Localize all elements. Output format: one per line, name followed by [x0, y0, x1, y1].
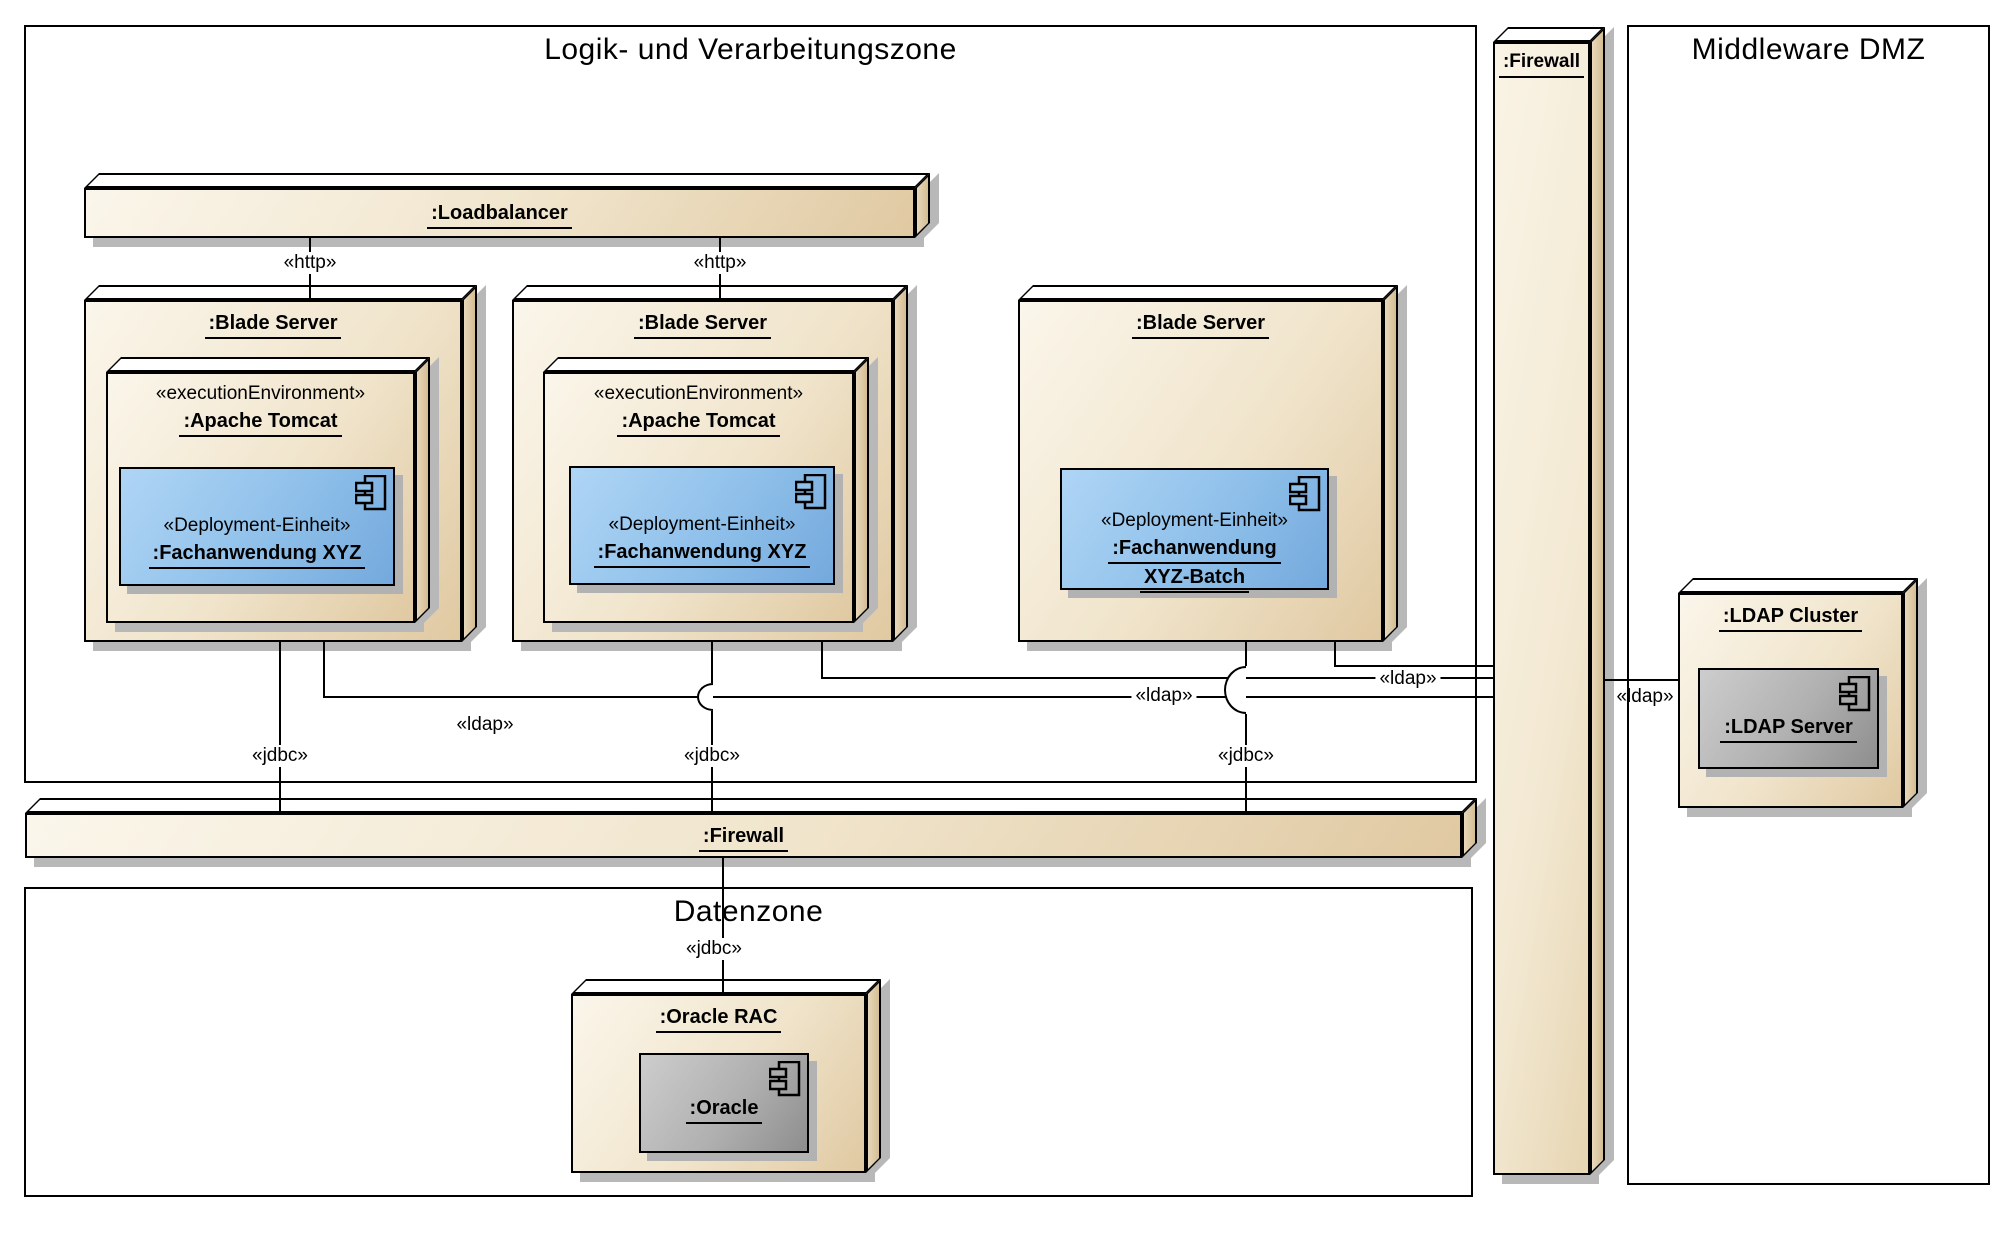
deploy-unit-1-stereotype: «Deployment-Einheit»: [163, 515, 351, 536]
ldap-label-right: «ldap»: [1616, 686, 1674, 707]
http-label-1: «http»: [279, 252, 341, 274]
jdbc-label-db: «jdbc»: [682, 938, 746, 960]
blade-server-3-side-face: [1383, 285, 1398, 642]
component-icon: [1289, 476, 1321, 512]
ldap-label-2: «ldap»: [1375, 668, 1441, 690]
blade-server-1-label: :Blade Server: [204, 310, 342, 339]
deploy-unit-3-label-line2: XYZ-Batch: [1139, 564, 1250, 593]
tomcat-1-top-face: [106, 357, 430, 372]
jdbc-connector-2-upper: [711, 642, 713, 683]
deploy-unit-1-label: :Fachanwendung XYZ: [148, 540, 366, 569]
loadbalancer-node: :Loadbalancer: [84, 188, 915, 238]
ldap-connector-1-horizontal: [323, 696, 1493, 698]
loadbalancer-label: :Loadbalancer: [427, 200, 572, 229]
jdbc-connector-db: [722, 858, 724, 994]
ldap-connector-2-horizontal: [821, 677, 1493, 679]
blade-server-1-side-face: [462, 285, 477, 642]
deploy-unit-3-component: «Deployment-Einheit» :Fachanwendung XYZ-…: [1060, 468, 1329, 593]
jdbc-label-3: «jdbc»: [1214, 745, 1278, 767]
blade-server-1-top-face: [84, 285, 477, 300]
deploy-unit-3-label-line1: :Fachanwendung: [1108, 535, 1281, 564]
loadbalancer-top-face: [84, 173, 930, 188]
ldap-connector-1-vertical: [323, 642, 325, 698]
ldap-label-1: «ldap»: [456, 714, 514, 735]
ldap-label-mid: «ldap»: [1131, 685, 1197, 707]
ldap-server-label: :LDAP Server: [1720, 714, 1857, 743]
zone-data-title: Datenzone: [673, 895, 824, 928]
component-icon: [769, 1061, 801, 1097]
firewall-vertical-node: :Firewall: [1493, 42, 1590, 1175]
deploy-unit-1-component: «Deployment-Einheit» :Fachanwendung XYZ: [119, 467, 395, 586]
ldap-cluster-top-face: [1678, 578, 1918, 593]
ldap-cluster-label: :LDAP Cluster: [1718, 603, 1863, 632]
tomcat-2-top-face: [543, 357, 869, 372]
oracle-rac-label: :Oracle RAC: [655, 1004, 782, 1033]
tomcat-2-side-face: [854, 357, 869, 623]
firewall-horizontal-node: :Firewall: [25, 813, 1462, 858]
oracle-rac-side-face: [866, 979, 881, 1173]
ldap-connector-3-vertical: [1334, 642, 1336, 667]
oracle-rac-top-face: [571, 979, 881, 994]
jdbc-label-2: «jdbc»: [680, 745, 744, 767]
tomcat-2-stereotype: «executionEnvironment»: [593, 383, 804, 404]
component-icon: [795, 474, 827, 510]
http-label-2: «http»: [689, 252, 751, 274]
ldap-cluster-side-face: [1903, 578, 1918, 808]
ldap-connector-2-vertical: [821, 642, 823, 679]
component-icon: [1839, 676, 1871, 712]
component-icon: [355, 475, 387, 511]
tomcat-2-label: :Apache Tomcat: [617, 408, 780, 437]
tomcat-1-stereotype: «executionEnvironment»: [155, 383, 366, 404]
zone-logic-title: Logik- und Verarbeitungszone: [544, 33, 957, 66]
blade-server-2-top-face: [512, 285, 908, 300]
jdbc-connector-1: [279, 642, 281, 813]
jdbc-connector-3-upper: [1245, 642, 1247, 666]
jdbc-label-1: «jdbc»: [248, 745, 312, 767]
blade-server-3-top-face: [1018, 285, 1398, 300]
blade-server-3-label: :Blade Server: [1132, 310, 1269, 339]
deploy-unit-2-label: :Fachanwendung XYZ: [593, 539, 811, 568]
deploy-unit-3-stereotype: «Deployment-Einheit»: [1101, 510, 1288, 531]
zone-middleware-dmz-title: Middleware DMZ: [1691, 33, 1926, 66]
firewall-vertical-top-face: [1493, 27, 1605, 42]
firewall-horizontal-label: :Firewall: [698, 823, 789, 852]
blade-server-2-side-face: [893, 285, 908, 642]
tomcat-1-label: :Apache Tomcat: [179, 408, 342, 437]
firewall-vertical-label: :Firewall: [1498, 49, 1585, 78]
tomcat-1-side-face: [415, 357, 430, 623]
firewall-horizontal-top-face: [25, 798, 1477, 813]
deploy-unit-2-component: «Deployment-Einheit» :Fachanwendung XYZ: [569, 466, 835, 585]
firewall-vertical-side-face: [1590, 27, 1605, 1175]
oracle-label: :Oracle: [685, 1095, 763, 1124]
blade-server-2-label: :Blade Server: [634, 310, 771, 339]
deploy-unit-2-stereotype: «Deployment-Einheit»: [608, 514, 796, 535]
ldap-connector-3-horizontal: [1334, 665, 1493, 667]
ldap-connector-right: [1605, 679, 1678, 681]
